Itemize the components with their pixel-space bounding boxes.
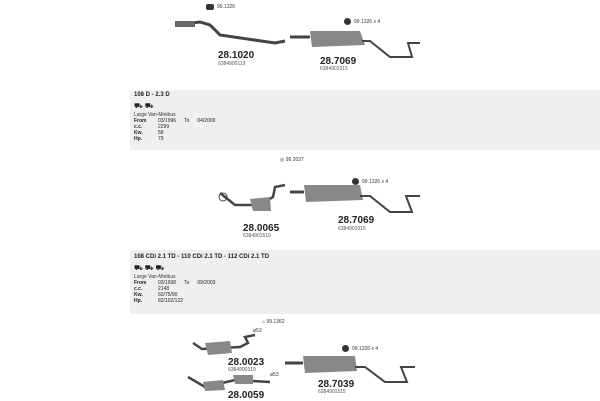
part-number[interactable]: 28.0059 bbox=[228, 390, 265, 401]
oe-number: 6384901519 bbox=[243, 233, 271, 239]
accessory[interactable]: 99.1326 x 4 bbox=[342, 345, 378, 352]
body-type: Large Van-Minibus bbox=[134, 112, 176, 118]
from-date: 03/1996 bbox=[158, 118, 177, 124]
rear-silencer-drawing[interactable] bbox=[285, 355, 415, 387]
clamp-icon bbox=[352, 178, 359, 185]
accessory[interactable]: 99.1326 x 4 bbox=[352, 178, 388, 185]
kw-value: 58 bbox=[158, 130, 164, 136]
cc-value: 2148 bbox=[158, 286, 170, 292]
vehicle-info-section-1: 108 D - 2.3 D ⛟ ⛟ Large Van-Minibus From… bbox=[130, 90, 600, 150]
vehicle-title: 108 D - 2.3 D bbox=[134, 92, 170, 98]
oe-number: 6384901515 bbox=[318, 389, 346, 395]
part-number[interactable]: 28.7069 bbox=[320, 56, 357, 67]
body-type: Large Van-Minibus bbox=[134, 274, 176, 280]
from-date: 03/1998 bbox=[158, 280, 177, 286]
clamp-icon bbox=[206, 4, 214, 10]
rear-silencer-drawing[interactable] bbox=[290, 25, 420, 60]
van-icon: ⛟ ⛟ bbox=[134, 103, 154, 110]
part-number[interactable]: 28.7069 bbox=[338, 215, 375, 226]
cc-label: c.c. bbox=[134, 124, 143, 130]
van-icon: ⛟ ⛟ ⛟ bbox=[134, 265, 165, 272]
vehicle-title: 108 CDi 2.1 TD - 110 CDi 2.1 TD - 112 CD… bbox=[134, 254, 270, 260]
oe-number: 6384900119 bbox=[218, 61, 246, 67]
oe-number: 6384900319 bbox=[228, 367, 256, 373]
hp-label: Hp. bbox=[134, 136, 143, 142]
part-number[interactable]: 28.7039 bbox=[318, 379, 355, 390]
hp-value: 79 bbox=[158, 136, 164, 142]
from-label: From bbox=[134, 118, 147, 124]
accessory-label[interactable]: ⌂ 99.1362 bbox=[262, 319, 285, 325]
catalyst-pipe-drawing-2[interactable] bbox=[185, 372, 275, 392]
accessory-number: 99.1362 bbox=[266, 319, 285, 325]
kw-value: 60/75/90 bbox=[158, 292, 178, 298]
accessory-number: 99.2037 bbox=[285, 157, 304, 163]
top-accessory-2[interactable]: 99.1326 x 4 bbox=[344, 18, 380, 25]
to-label: To bbox=[184, 118, 190, 124]
kw-label: Kw. bbox=[134, 292, 143, 298]
diameter-label: ø53 bbox=[253, 328, 262, 334]
to-date: 04/2000 bbox=[197, 118, 216, 124]
part-number[interactable]: 28.1020 bbox=[218, 50, 255, 61]
oe-number: 6384901015 bbox=[320, 66, 348, 72]
accessory-label[interactable]: ◎ 99.2037 bbox=[280, 157, 304, 163]
top-accessory[interactable]: 99.1326 bbox=[206, 4, 235, 10]
front-pipe-drawing[interactable] bbox=[174, 15, 295, 45]
diameter-label: ø53 bbox=[270, 372, 279, 378]
cc-label: c.c. bbox=[134, 286, 143, 292]
vehicle-info-section-2: 108 CDi 2.1 TD - 110 CDi 2.1 TD - 112 CD… bbox=[130, 250, 600, 314]
from-label: From bbox=[134, 280, 147, 286]
catalyst-pipe-drawing[interactable] bbox=[190, 333, 270, 360]
oe-number: 6384901015 bbox=[338, 226, 366, 232]
cc-value: 2299 bbox=[158, 124, 170, 130]
clamp-icon bbox=[342, 345, 349, 352]
part-number[interactable]: 28.0065 bbox=[243, 223, 280, 234]
to-label: To bbox=[184, 280, 190, 286]
hp-value: 82/102/122 bbox=[158, 298, 184, 304]
clamp-icon bbox=[344, 18, 351, 25]
rear-silencer-drawing[interactable] bbox=[290, 182, 420, 217]
part-number[interactable]: 28.0023 bbox=[228, 357, 265, 368]
kw-label: Kw. bbox=[134, 130, 143, 136]
hp-label: Hp. bbox=[134, 298, 143, 304]
to-date: 09/2003 bbox=[197, 280, 216, 286]
catalyst-pipe-drawing[interactable] bbox=[215, 183, 295, 215]
